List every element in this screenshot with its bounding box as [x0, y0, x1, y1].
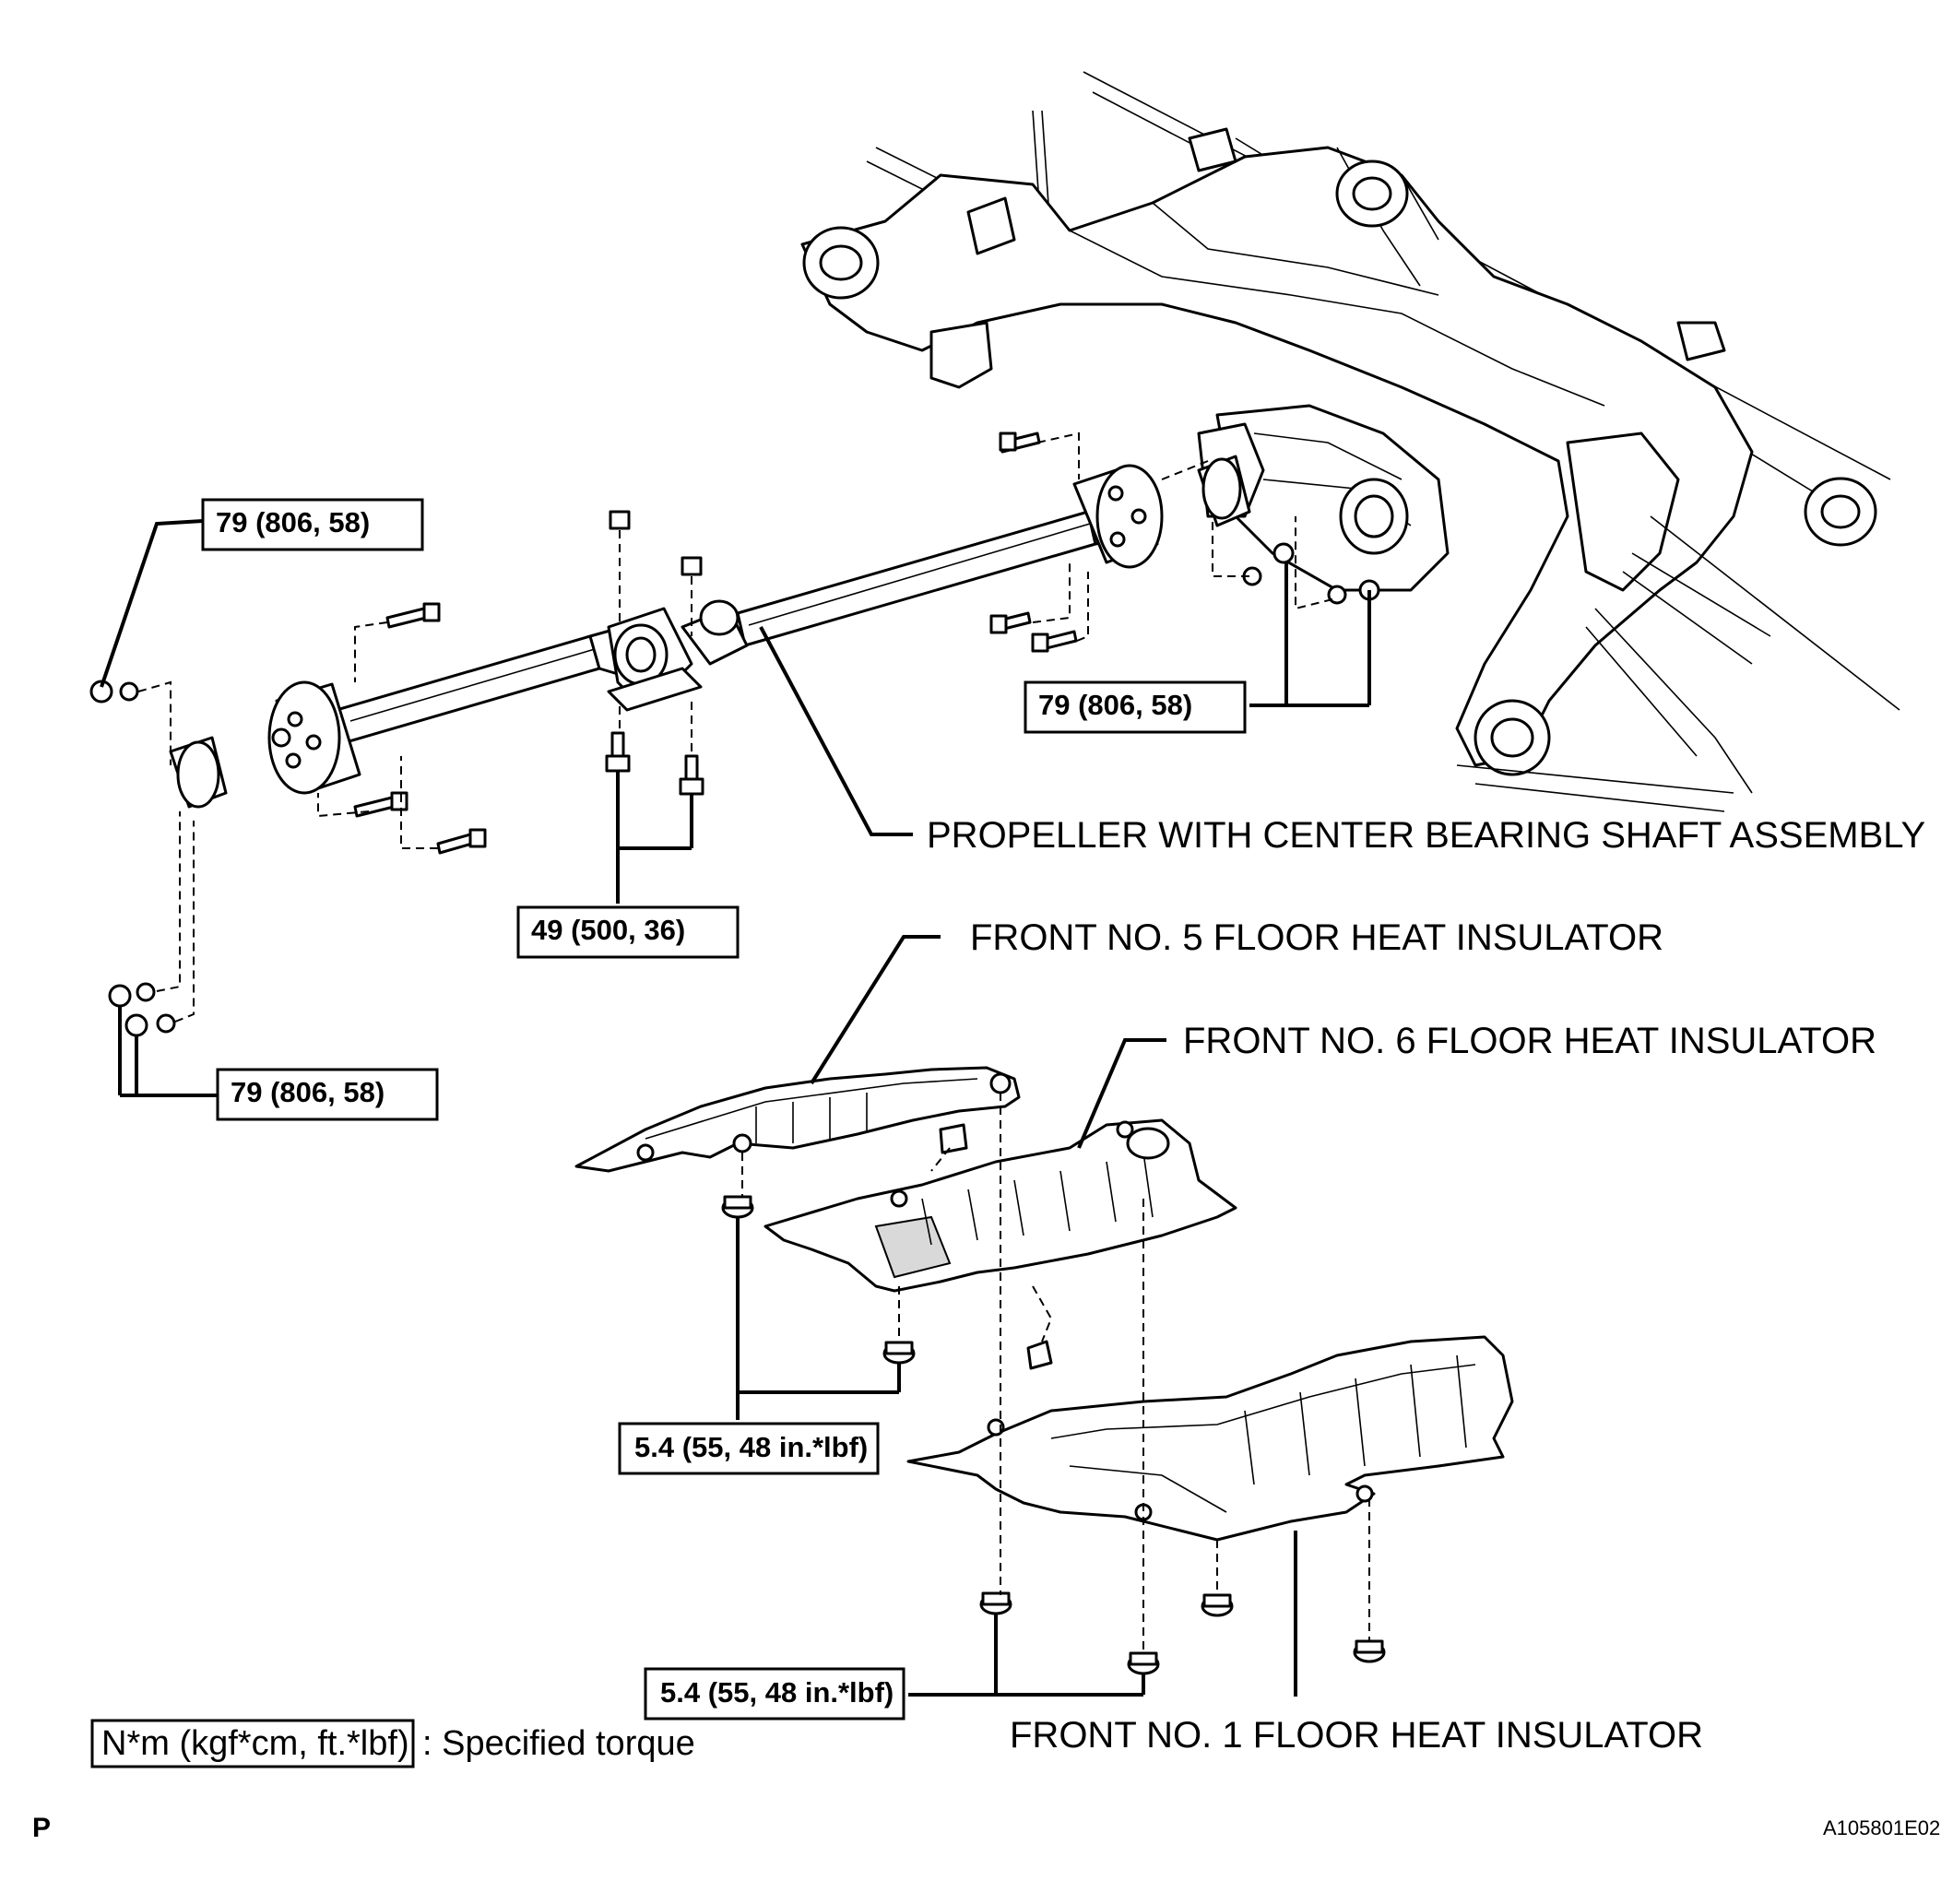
legend-description: : Specified torque: [422, 1724, 695, 1763]
front-no5-insulator-part: [574, 1066, 1021, 1173]
front-no1-insulator-part: [906, 1335, 1514, 1542]
label-front-no6-insulator: FRONT NO. 6 FLOOR HEAT INSULATOR: [1183, 1021, 1876, 1061]
torque-value: 5.4 (55, 48 in.*lbf): [660, 1676, 894, 1709]
torque-box-insulator-no1: 5.4 (55, 48 in.*lbf): [644, 1667, 905, 1721]
figure-id: A105801E02: [1823, 1816, 1940, 1839]
rear-suspension-member: [800, 71, 1900, 812]
torque-box-center-bearing: 49 (500, 36): [516, 905, 740, 959]
torque-value: 5.4 (55, 48 in.*lbf): [634, 1431, 868, 1463]
torque-box-front-flange-lower: 79 (806, 58): [216, 1068, 439, 1121]
label-front-no5-insulator: FRONT NO. 5 FLOOR HEAT INSULATOR: [970, 917, 1663, 958]
label-propeller-shaft: PROPELLER WITH CENTER BEARING SHAFT ASSE…: [927, 815, 1925, 856]
shaft-dashed-guides: [137, 432, 1333, 1023]
torque-box-front-flange-upper: 79 (806, 58): [201, 498, 424, 551]
torque-value: 79 (806, 58): [231, 1076, 385, 1108]
torque-legend: N*m (kgf*cm, ft.*lbf) : Specified torque: [90, 1719, 695, 1768]
torque-value: 79 (806, 58): [216, 506, 370, 538]
insulator-nuts: [721, 1195, 1386, 1675]
leader-lines: [100, 519, 1371, 1697]
torque-box-rear-flange: 79 (806, 58): [1024, 680, 1247, 734]
torque-value: 49 (500, 36): [531, 914, 685, 946]
section-mark: P: [32, 1813, 51, 1843]
torque-value: 79 (806, 58): [1038, 689, 1192, 721]
propeller-shaft-assembly: [169, 455, 1251, 809]
insulator-dashed-guides: [741, 1093, 1370, 1652]
legend-unit-box: N*m (kgf*cm, ft.*lbf): [101, 1724, 409, 1763]
torque-box-insulator-no6: 5.4 (55, 48 in.*lbf): [618, 1422, 880, 1475]
label-front-no1-insulator: FRONT NO. 1 FLOOR HEAT INSULATOR: [1010, 1715, 1703, 1756]
